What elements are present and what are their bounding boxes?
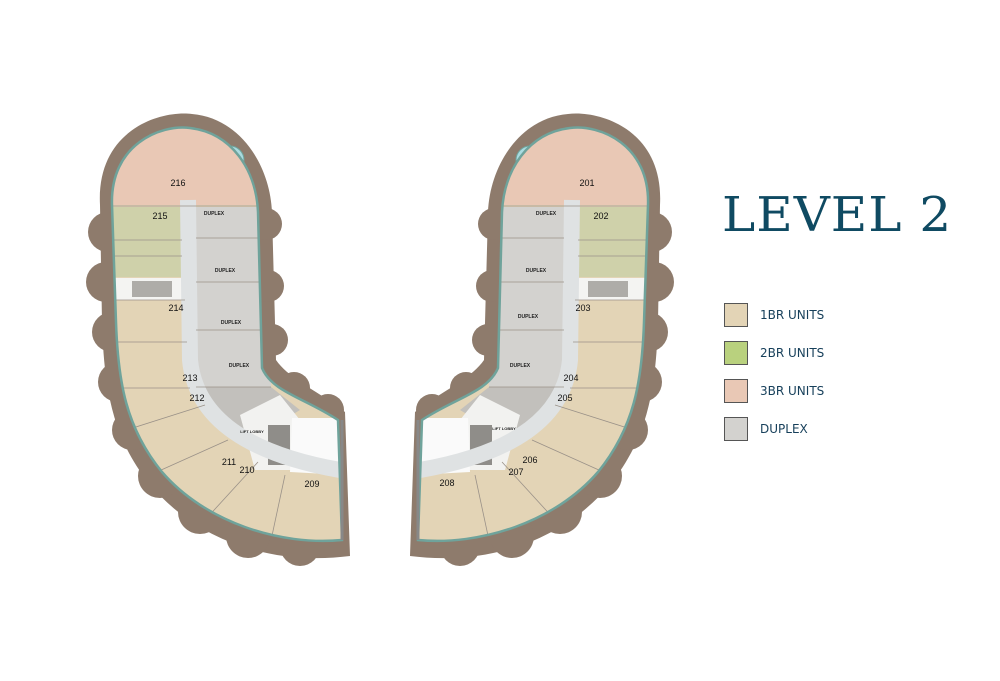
lift-lobby-label: LIFT LOBBY: [492, 426, 516, 431]
duplex-label: DUPLEX: [518, 314, 539, 320]
unit-208[interactable]: 208: [439, 478, 454, 488]
legend-item-duplex: DUPLEX: [724, 417, 808, 441]
unit-210[interactable]: 210: [239, 465, 254, 475]
unit-206[interactable]: 206: [522, 455, 537, 465]
duplex-label: DUPLEX: [510, 363, 531, 369]
lift-lobby-label: LIFT LOBBY: [240, 429, 264, 434]
legend-item-3br: 3BR UNITS: [724, 379, 824, 403]
unit-202[interactable]: 202: [593, 211, 608, 221]
duplex-label: DUPLEX: [204, 211, 225, 217]
legend-label: DUPLEX: [760, 422, 808, 436]
duplex-label: DUPLEX: [221, 320, 242, 326]
legend-swatch-3br: [724, 379, 748, 403]
unit-205[interactable]: 205: [557, 393, 572, 403]
level-title: LEVEL 2: [722, 187, 953, 243]
unit-212[interactable]: 212: [189, 393, 204, 403]
unit-207[interactable]: 207: [508, 467, 523, 477]
unit-201[interactable]: 201: [579, 178, 594, 188]
unit-213[interactable]: 213: [182, 373, 197, 383]
duplex-label: DUPLEX: [536, 211, 557, 217]
unit-209[interactable]: 209: [304, 479, 319, 489]
legend-swatch-duplex: [724, 417, 748, 441]
legend-item-1br: 1BR UNITS: [724, 303, 824, 327]
right-wing-labels: 201 202 203 204 205 206 207 208 DUPLEX D…: [439, 178, 608, 488]
unit-211[interactable]: 211: [222, 457, 236, 467]
legend-label: 3BR UNITS: [760, 384, 825, 398]
left-wing-labels: 216 215 214 213 212 211 210 209 DUPLEX D…: [152, 178, 319, 489]
unit-203[interactable]: 203: [575, 303, 590, 313]
unit-216[interactable]: 216: [170, 178, 185, 188]
unit-214[interactable]: 214: [168, 303, 183, 313]
legend-label: 1BR UNITS: [760, 308, 825, 322]
legend-label: 2BR UNITS: [760, 346, 825, 360]
right-wing-plan: [410, 110, 674, 566]
duplex-label: DUPLEX: [215, 268, 236, 274]
duplex-label: DUPLEX: [229, 363, 250, 369]
legend-swatch-2br: [724, 341, 748, 365]
legend-swatch-1br: [724, 303, 748, 327]
unit-215[interactable]: 215: [152, 211, 167, 221]
legend-item-2br: 2BR UNITS: [724, 341, 824, 365]
unit-204[interactable]: 204: [563, 373, 578, 383]
left-wing-plan: [86, 110, 350, 566]
duplex-label: DUPLEX: [526, 268, 547, 274]
